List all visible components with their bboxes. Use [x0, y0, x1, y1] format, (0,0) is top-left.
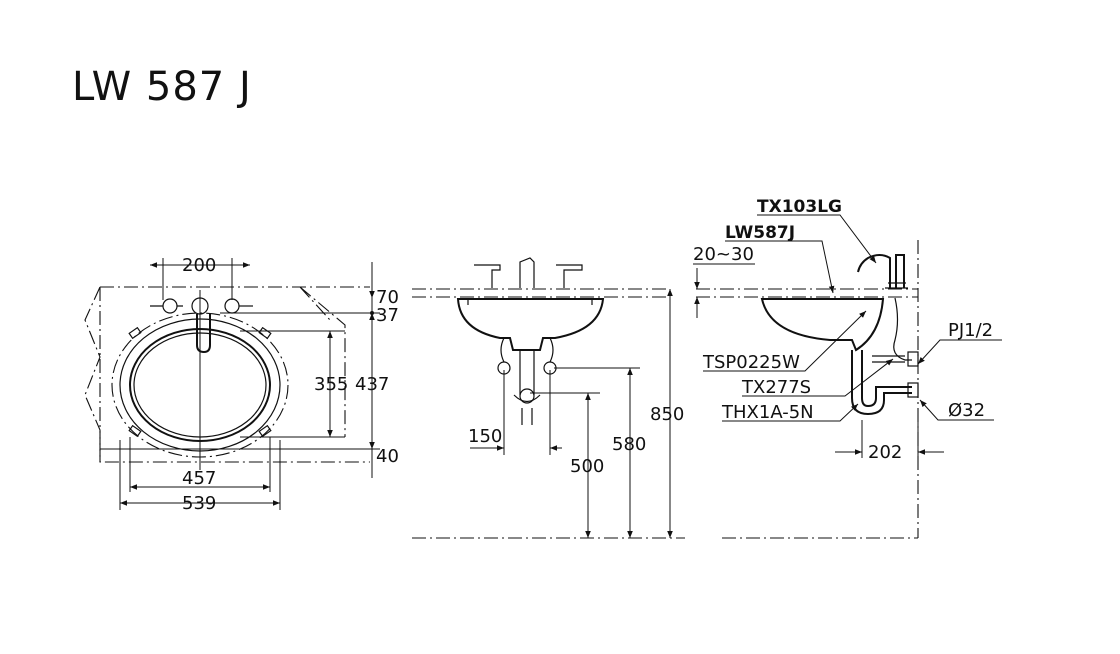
- front-view: 150 500 580 850: [412, 257, 685, 539]
- dim-200-label: 200: [182, 255, 216, 276]
- dim-580-label: 580: [612, 434, 646, 455]
- label-tsp0225w: TSP0225W: [702, 352, 800, 373]
- dim-500-label: 500: [570, 456, 604, 477]
- spout: [196, 314, 211, 354]
- handle-right: [224, 298, 240, 314]
- plan-view: 200 70 37 355 437 40 457 539: [84, 255, 399, 514]
- label-tx277s: TX277S: [741, 377, 811, 398]
- supply-hoses: [500, 337, 554, 363]
- mount-clip: [128, 424, 142, 438]
- label-d32: Ø32: [948, 400, 985, 421]
- dim-40-label: 40: [376, 446, 399, 467]
- dim-150-label: 150: [468, 426, 502, 447]
- dim-539-label: 539: [182, 493, 216, 514]
- side-basin: [760, 298, 885, 352]
- dim-20-30-label: 20~30: [693, 244, 754, 265]
- handle-left: [162, 298, 178, 314]
- label-tx103lg: TX103LG: [757, 197, 842, 217]
- label-thx1a-5n: THX1A-5N: [721, 402, 814, 423]
- dim-437-label: 437: [355, 374, 389, 395]
- side-faucet: [857, 254, 905, 288]
- dim-202-label: 202: [868, 442, 902, 463]
- label-pj12: PJ1/2: [948, 320, 993, 341]
- drain-pipe: [513, 350, 541, 425]
- side-view: TX103LG LW587J 20~30 TSP0225W TX277S THX…: [693, 197, 1002, 539]
- basin-section: [456, 298, 605, 351]
- mount-clip: [258, 424, 272, 438]
- label-lw587j: LW587J: [725, 223, 795, 243]
- side-supply: [893, 297, 912, 361]
- model-title: LW 587 J: [72, 64, 252, 110]
- dim-37-label: 37: [376, 305, 399, 326]
- dim-355-label: 355: [314, 374, 348, 395]
- mount-clip: [128, 326, 142, 340]
- dim-457-label: 457: [182, 468, 216, 489]
- front-faucet: [474, 257, 583, 288]
- dim-850-label: 850: [650, 404, 684, 425]
- dim-70-label: 70: [376, 287, 399, 308]
